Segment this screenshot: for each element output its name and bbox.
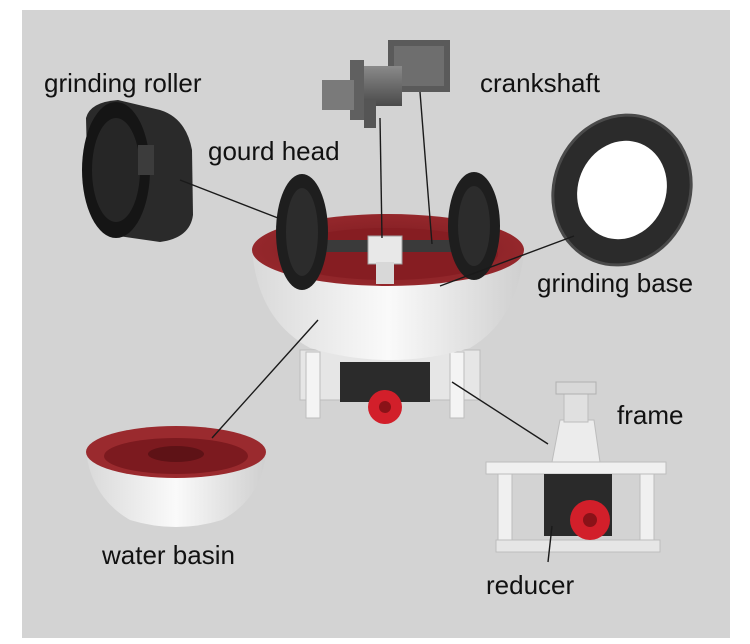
leader-water-basin xyxy=(211,319,319,439)
grinding-roller-part xyxy=(82,100,193,242)
label-crankshaft: crankshaft xyxy=(480,68,600,98)
label-grinding-roller: grinding roller xyxy=(44,68,202,98)
label-grinding-base: grinding base xyxy=(537,268,694,298)
leader-crankshaft xyxy=(419,91,433,245)
label-frame: frame xyxy=(617,400,684,430)
leader-grinding-roller xyxy=(179,179,279,219)
main-mill-assembly xyxy=(252,172,524,424)
crankshaft-part xyxy=(322,40,450,128)
grinding-base-part xyxy=(551,113,693,267)
water-basin-part xyxy=(86,426,266,527)
leader-reducer xyxy=(547,525,553,563)
label-reducer: reducer xyxy=(486,570,575,600)
leader-grinding-base xyxy=(439,235,575,287)
label-water-basin: water basin xyxy=(102,540,235,570)
frame-part xyxy=(485,381,667,553)
leader-gourd-head xyxy=(379,117,383,239)
leader-frame xyxy=(451,381,549,445)
label-gourd-head: gourd head xyxy=(208,136,340,166)
